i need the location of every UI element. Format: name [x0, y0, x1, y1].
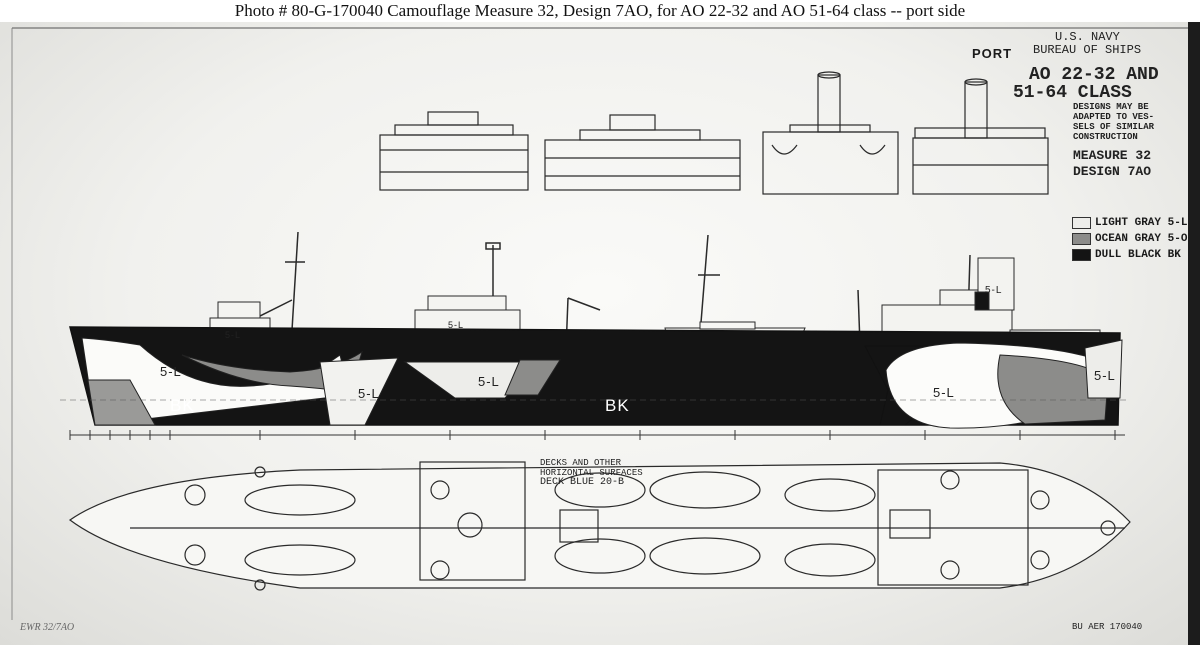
color-legend: LIGHT GRAY 5-L OCEAN GRAY 5-O DULL BLACK… [1072, 215, 1187, 263]
deck-plan [68, 461, 1131, 591]
deck-note-line-3: DECK BLUE 20-B [540, 477, 625, 488]
note-line-2: ADAPTED TO VES- [1073, 112, 1155, 122]
frame-scale [69, 430, 1125, 440]
paint-label-5l-super-fwd: 5-L [225, 330, 242, 340]
paint-label-bk-mid: BK [605, 396, 630, 415]
bureau-stamp: BU AER 170040 [1072, 622, 1143, 632]
patch-gray-mid [504, 359, 561, 396]
stern-view-1 [762, 71, 899, 195]
deck-note-line-2: HORIZONTAL SURFACES [540, 468, 643, 478]
note-line-4: CONSTRUCTION [1073, 132, 1138, 142]
patch-gray-bow [87, 379, 156, 426]
paint-label-5l-super-aft: 5-L [448, 320, 465, 330]
measure-label: MEASURE 32 [1073, 148, 1152, 163]
paint-label-bk-fwd: BK [170, 396, 195, 415]
title-block: U.S. NAVY BUREAU OF SHIPS AO 22-32 AND 5… [1013, 30, 1199, 200]
design-label: DESIGN 7AO [1073, 164, 1152, 179]
swatch-dull-black [1072, 249, 1091, 261]
note-line-1: DESIGNS MAY BE [1073, 102, 1149, 112]
legend-dull-black: DULL BLACK BK [1072, 247, 1187, 263]
legend-label: LIGHT GRAY 5-L [1095, 217, 1188, 229]
legend-ocean-gray: OCEAN GRAY 5-O [1072, 231, 1187, 247]
paint-label-5l-mid1: 5-L [358, 386, 380, 401]
paint-label-5l-mid2: 5-L [478, 374, 500, 389]
sheet-edge [1188, 22, 1200, 645]
class-line-1: AO 22-32 AND [1029, 65, 1159, 85]
deck-note-line-1: DECKS AND OTHER [540, 458, 622, 468]
paint-label-5l-fwd: 5-L [160, 364, 182, 379]
class-line-2: 51-64 CLASS [1013, 83, 1132, 103]
stern-view-2 [912, 78, 1049, 195]
paint-label-5l-aft: 5-L [933, 385, 955, 400]
legend-label: OCEAN GRAY 5-O [1095, 233, 1188, 245]
patch-light-mid2 [403, 361, 542, 399]
swatch-light-gray [1072, 217, 1091, 229]
patch-gray-fwd [181, 350, 363, 393]
patch-gray-aft [997, 354, 1109, 425]
deck-note: DECKS AND OTHER HORIZONTAL SURFACES DECK… [540, 458, 643, 488]
bow-view-2 [544, 114, 741, 191]
patch-light-fwd [81, 337, 351, 426]
paint-label-5l-funnel: 5-L [985, 285, 1003, 296]
photo-caption: Photo # 80-G-170040 Camouflage Measure 3… [0, 0, 1200, 22]
patch-light-stern [1084, 339, 1123, 399]
paint-label-5l-stern: 5-L [1094, 368, 1116, 383]
side-label: PORT [972, 46, 1013, 61]
agency-line-2: BUREAU OF SHIPS [1033, 43, 1142, 57]
legend-label: DULL BLACK BK [1095, 249, 1181, 261]
note-line-3: SELS OF SIMILAR [1073, 122, 1155, 132]
patch-light-mid1 [319, 357, 399, 426]
legend-light-gray: LIGHT GRAY 5-L [1072, 215, 1187, 231]
bow-view-1 [379, 111, 529, 191]
swatch-ocean-gray [1072, 233, 1091, 245]
handwritten-note: EWR 32/7AO [20, 622, 75, 633]
agency-line-1: U.S. NAVY [1055, 30, 1120, 44]
